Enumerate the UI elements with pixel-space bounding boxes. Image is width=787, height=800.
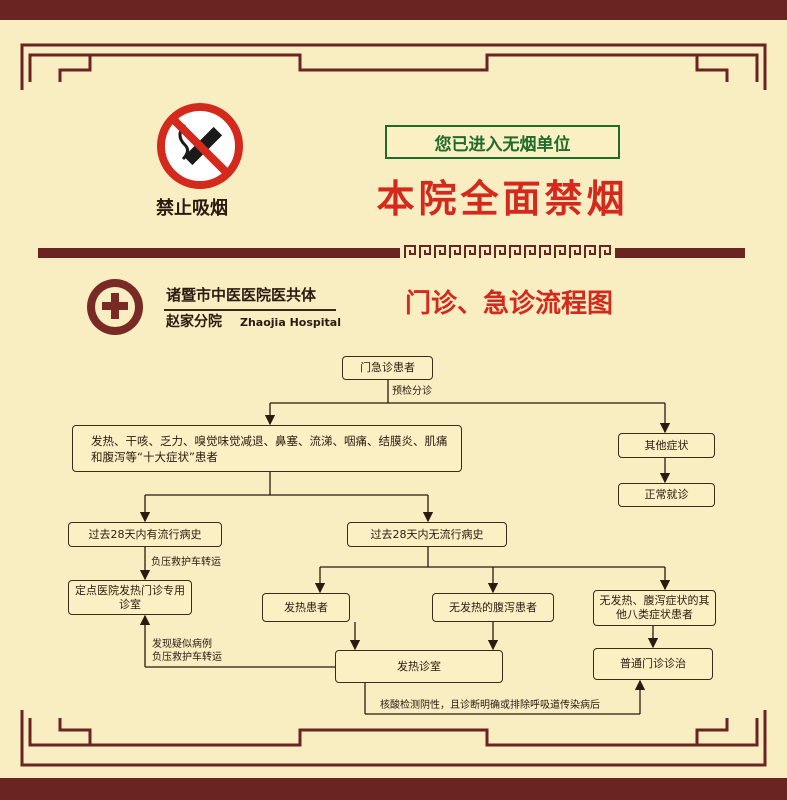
negative-test-label: 核酸检测阴性，且诊断明确或排除呼吸道传染病后	[380, 700, 600, 711]
other-eight-box: 无发热、腹泻症状的其他八类症状患者	[593, 590, 716, 626]
hospital-branch: 赵家分院	[166, 314, 222, 330]
without-history-box: 过去28天内无流行病史	[347, 522, 507, 547]
hospital-name: 诸暨市中医医院医共体	[166, 286, 317, 304]
hospital-english: Zhaojia Hospital	[240, 316, 341, 329]
hospital-divider	[164, 309, 336, 311]
designated-clinic-box: 定点医院发热门诊专用诊室	[68, 580, 192, 615]
fever-clinic-box: 发热诊室	[335, 650, 503, 683]
general-clinic-box: 普通门诊诊治	[593, 648, 713, 680]
flow-start: 门急诊患者	[342, 356, 433, 380]
normal-visit-box: 正常就诊	[618, 483, 715, 507]
suspected-label-1: 发现疑似病例	[152, 639, 212, 650]
with-history-box: 过去28天内有流行病史	[68, 522, 222, 547]
no-smoking-label: 禁止吸烟	[156, 198, 228, 219]
suspected-label-2: 负压救护车转运	[152, 652, 222, 663]
fever-patient-box: 发热患者	[262, 593, 350, 622]
ambulance-label: 负压救护车转运	[151, 557, 221, 568]
smoke-free-notice: 您已进入无烟单位	[385, 125, 620, 159]
headline: 本院全面禁烟	[376, 177, 629, 221]
diarrhea-box: 无发热的腹泻患者	[432, 593, 554, 622]
ten-symptoms-box: 发热、干咳、乏力、嗅觉味觉减退、鼻塞、流涕、咽痛、结膜炎、肌痛和腹泻等“十大症状…	[72, 425, 462, 472]
bottom-border	[0, 778, 787, 800]
other-symptoms-box: 其他症状	[618, 433, 715, 458]
triage-label: 预检分诊	[392, 386, 432, 397]
chart-title: 门诊、急诊流程图	[405, 289, 614, 319]
top-border	[0, 0, 787, 20]
